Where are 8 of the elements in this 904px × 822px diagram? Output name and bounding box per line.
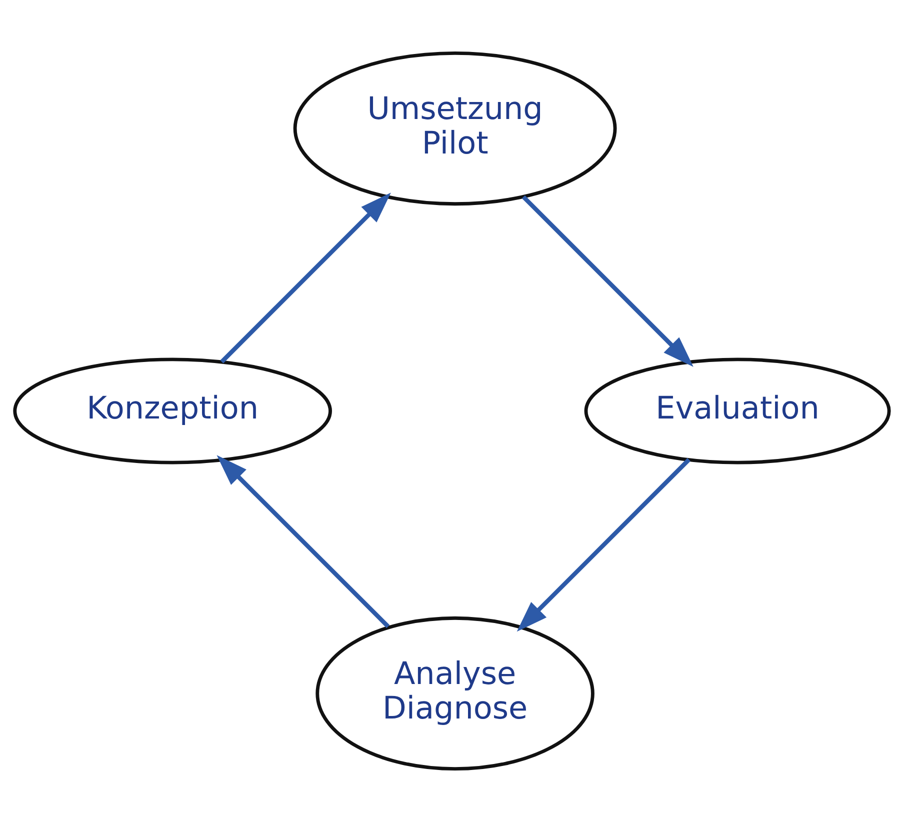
node-ellipse: Analyse Diagnose xyxy=(316,616,594,771)
arrow xyxy=(216,455,390,628)
node-ellipse: Umsetzung Pilot xyxy=(293,51,617,206)
arrow xyxy=(522,195,694,367)
arrow xyxy=(220,192,391,364)
node-ellipse: Evaluation xyxy=(584,358,891,464)
node-ellipse: Konzeption xyxy=(13,358,332,464)
arrow xyxy=(516,458,690,632)
